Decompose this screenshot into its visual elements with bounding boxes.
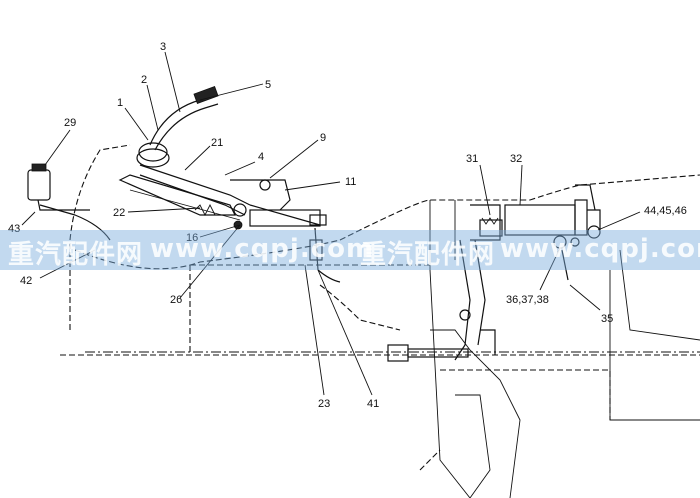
callout-29: 29 bbox=[64, 117, 76, 129]
watermark-band bbox=[0, 230, 700, 270]
callout-16: 16 bbox=[186, 232, 198, 244]
callout-41: 41 bbox=[367, 398, 379, 410]
watermark-text: 重汽配件网 bbox=[360, 240, 496, 270]
callout-21: 21 bbox=[211, 137, 223, 149]
master-cylinder bbox=[233, 209, 341, 283]
callout-42: 42 bbox=[20, 275, 32, 287]
release-fork bbox=[387, 239, 496, 362]
callout-2: 2 bbox=[141, 74, 147, 86]
callout-26: 26 bbox=[170, 294, 182, 306]
watermark-url: www.cqpj.com bbox=[500, 234, 700, 264]
callout-31: 31 bbox=[466, 153, 478, 165]
callout-43: 43 bbox=[8, 223, 20, 235]
callout-1: 1 bbox=[117, 97, 123, 109]
callout-5: 5 bbox=[265, 79, 271, 91]
callout-36-37-38: 36,37,38 bbox=[506, 294, 549, 306]
callout-11: 11 bbox=[345, 176, 356, 188]
callout-4: 4 bbox=[258, 151, 264, 163]
watermark-url: www.cqpj.com bbox=[150, 234, 375, 264]
callout-32: 32 bbox=[510, 153, 522, 165]
callout-22: 22 bbox=[113, 207, 125, 219]
fluid-reservoir bbox=[27, 163, 111, 241]
callout-labels: 1 2 3 4 5 9 11 16 21 22 23 26 29 31 32 3… bbox=[8, 41, 687, 410]
pedal-assembly bbox=[118, 86, 321, 226]
callout-9: 9 bbox=[320, 132, 326, 144]
callout-23: 23 bbox=[318, 398, 330, 410]
watermark-text: 重汽配件网 bbox=[8, 240, 144, 270]
callout-35: 35 bbox=[601, 313, 613, 325]
chassis-outline bbox=[60, 144, 700, 498]
callout-3: 3 bbox=[160, 41, 166, 53]
leader-lines bbox=[21, 51, 641, 396]
callout-44-45-46: 44,45,46 bbox=[644, 205, 687, 217]
clutch-booster bbox=[470, 184, 601, 281]
